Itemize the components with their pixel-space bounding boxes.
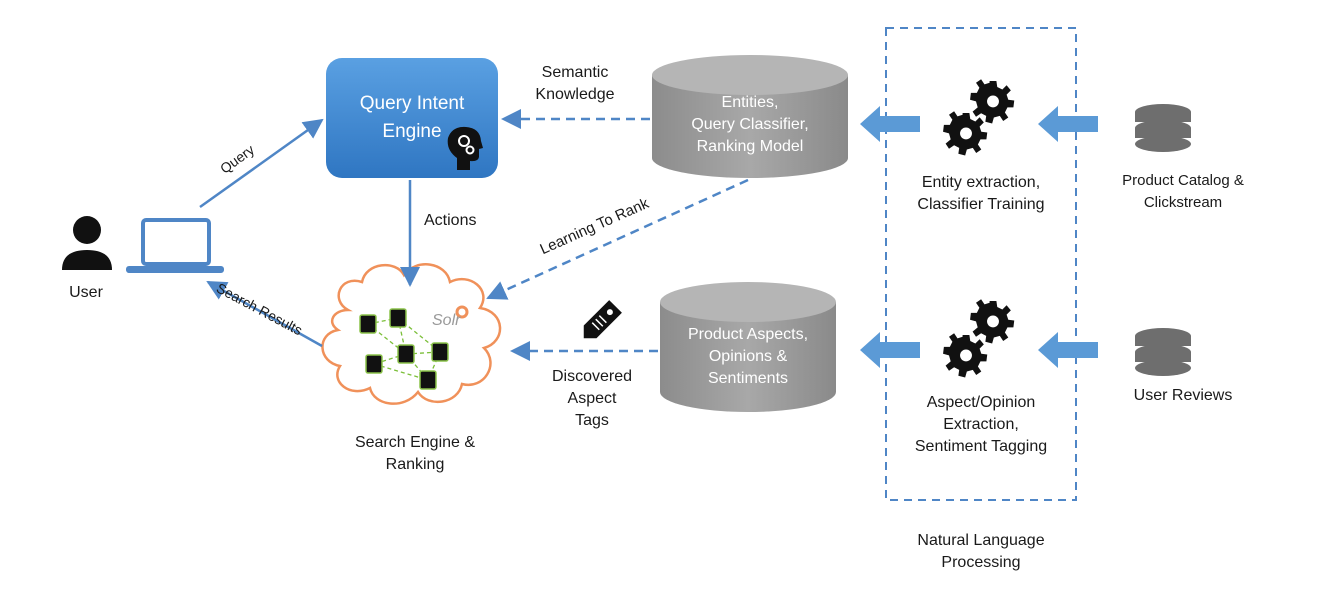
aspects-db-line-3: Sentiments <box>707 370 789 387</box>
query-arrow <box>199 118 324 209</box>
block-arrow-aspect-to-db <box>860 332 920 368</box>
block-arrow-entity-to-db <box>860 106 920 142</box>
aspects-db-line-2: Opinions & <box>708 348 788 365</box>
search-results-arrow <box>206 280 323 348</box>
search-engine-line-1: Search Engine & <box>354 434 476 451</box>
user-reviews-label: User Reviews <box>1133 387 1233 404</box>
semantic-knowledge-line-1: Semantic <box>541 64 609 81</box>
knowledge-db-label: Entities, Query Classifier, Ranking Mode… <box>652 92 848 158</box>
nlp-line-2: Processing <box>941 554 1021 571</box>
search-engine-cloud <box>321 263 502 405</box>
aspect-extraction-label: Aspect/Opinion Extraction, Sentiment Tag… <box>893 392 1069 458</box>
aspect-extraction-line-3: Sentiment Tagging <box>914 438 1048 455</box>
gears-icon-bottom <box>943 299 1015 378</box>
server-nodes <box>359 308 449 390</box>
user-reviews-db-icon <box>1135 328 1191 376</box>
actions-edge-label: Actions <box>424 212 477 229</box>
qie-line-1: Query Intent <box>359 93 465 114</box>
tag-icon <box>583 300 622 339</box>
user-label: User <box>69 284 103 301</box>
semantic-knowledge-line-2: Knowledge <box>535 86 615 103</box>
solr-label: Solr <box>432 312 461 329</box>
block-arrow-catalog-to-entity <box>1038 106 1098 142</box>
product-catalog-line-2: Clickstream <box>1143 194 1223 211</box>
aspect-extraction-line-1: Aspect/Opinion <box>926 394 1036 411</box>
entity-extraction-line-1: Entity extraction, <box>921 174 1041 191</box>
gears-icon-top <box>943 79 1015 156</box>
knowledge-db-cylinder <box>652 55 848 178</box>
product-catalog-db-icon <box>1135 104 1191 152</box>
laptop-icon <box>126 218 224 273</box>
entity-extraction-label: Entity extraction, Classifier Training <box>896 172 1066 216</box>
brain-head-icon <box>447 126 483 170</box>
semantic-knowledge-edge-label: Semantic Knowledge <box>520 62 630 106</box>
discovered-tags-line-3: Tags <box>575 412 609 429</box>
search-engine-line-2: Ranking <box>385 456 445 473</box>
learning-to-rank-arrow <box>486 178 749 300</box>
block-arrow-reviews-to-aspect <box>1038 332 1098 368</box>
nlp-line-1: Natural Language <box>917 532 1045 549</box>
nlp-group-box <box>885 27 1077 501</box>
aspects-db-label: Product Aspects, Opinions & Sentiments <box>660 324 836 390</box>
aspects-db-line-1: Product Aspects, <box>687 326 809 343</box>
query-intent-engine-label: Query Intent Engine <box>326 90 498 146</box>
search-engine-label: Search Engine & Ranking <box>330 432 500 476</box>
entity-extraction-line-2: Classifier Training <box>917 196 1045 213</box>
aspects-db-cylinder <box>660 282 836 412</box>
nlp-group-label: Natural Language Processing <box>891 530 1071 574</box>
qie-line-2: Engine <box>382 121 442 142</box>
knowledge-db-line-2: Query Classifier, <box>691 116 809 133</box>
discovered-tags-line-1: Discovered <box>551 368 633 385</box>
product-catalog-label: Product Catalog & Clickstream <box>1098 170 1268 214</box>
discovered-tags-edge-label: Discovered Aspect Tags <box>532 366 652 432</box>
knowledge-db-line-1: Entities, <box>721 94 779 111</box>
aspect-extraction-line-2: Extraction, <box>943 416 1019 433</box>
discovered-tags-line-2: Aspect <box>567 390 617 407</box>
knowledge-db-line-3: Ranking Model <box>696 138 804 155</box>
user-icon <box>62 216 112 270</box>
product-catalog-line-1: Product Catalog & <box>1122 172 1244 189</box>
